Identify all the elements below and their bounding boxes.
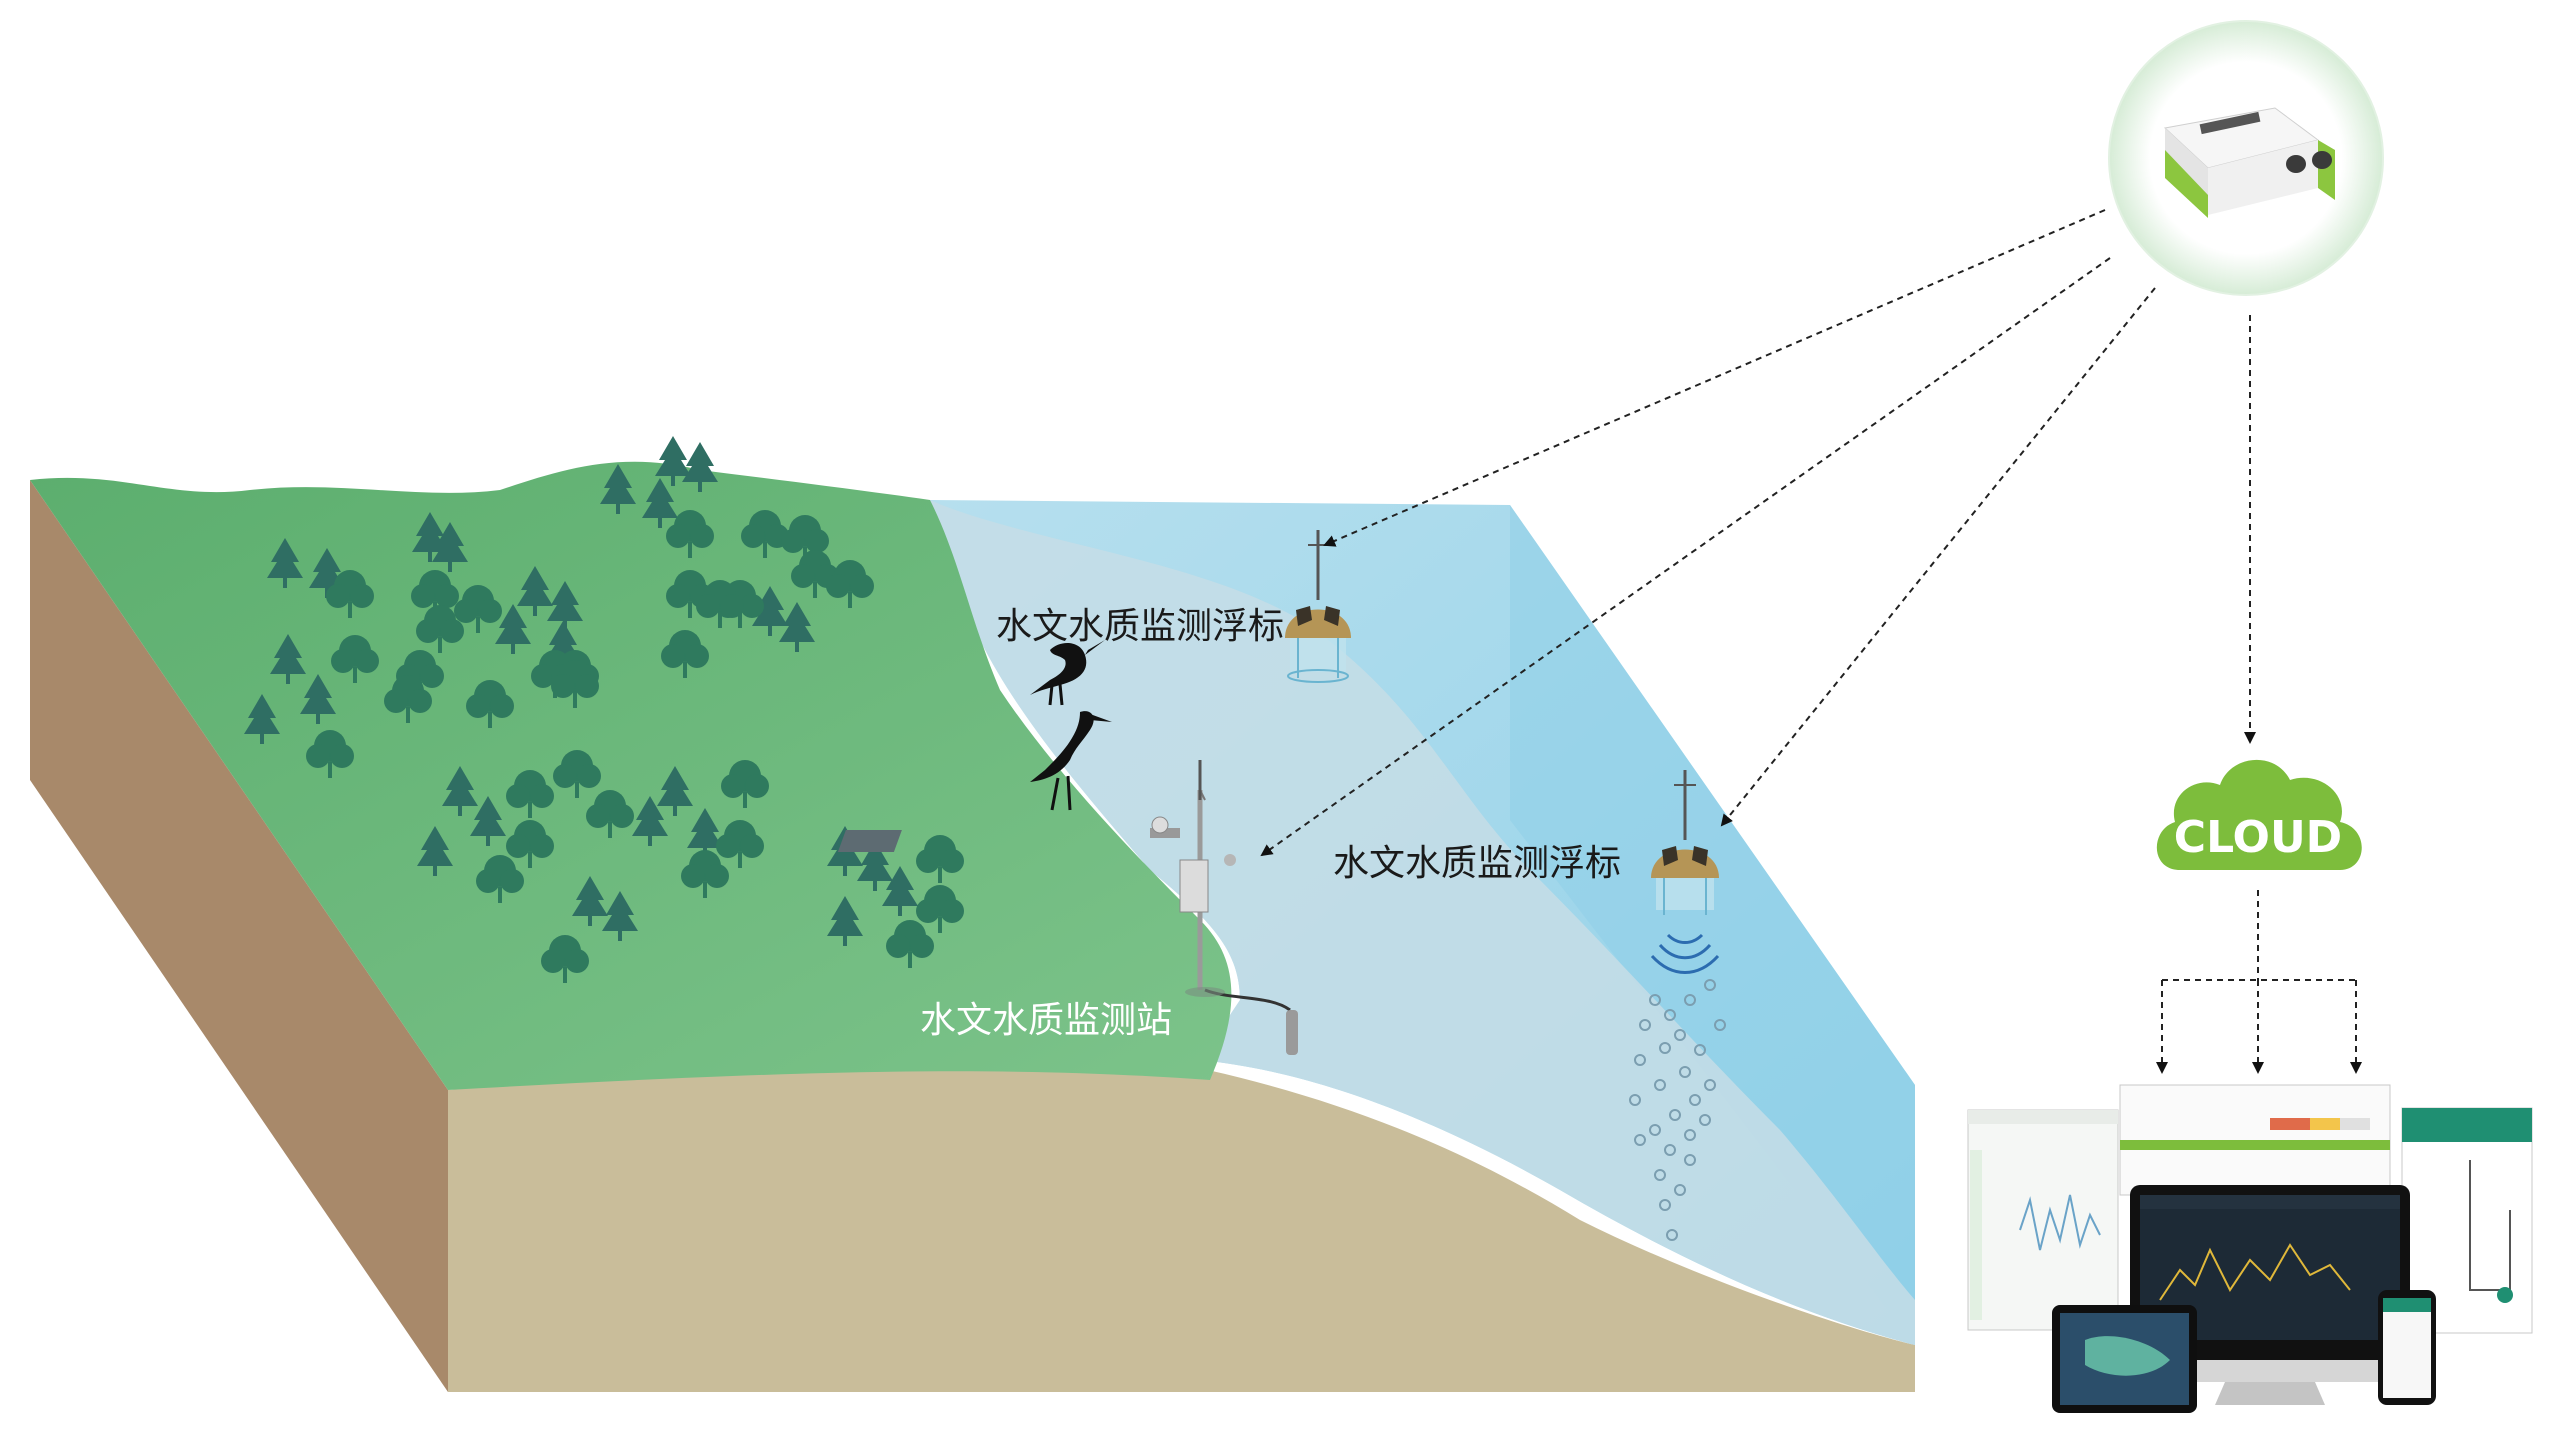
shallow-water [930,500,1915,1345]
data-links [1260,209,2256,857]
heron-lower [1030,711,1112,811]
cloud-icon [2156,759,2362,870]
monitoring-station-icon [837,760,1298,1055]
cloud-links [2156,890,2362,1074]
land-top [30,461,1232,1091]
water-side-face [1510,505,1915,1345]
sonar-bubbles [1629,979,1726,1241]
station-label: 水文水质监测站 [920,1000,1172,1041]
data-logger-device-icon [2163,107,2335,218]
heron-upper [1030,640,1105,706]
buoy-2-label: 水文水质监测浮标 [1333,843,1621,884]
buoy-1-label: 水文水质监测浮标 [996,606,1284,647]
buoy-1-icon [1285,530,1351,683]
land-side-face [30,480,448,1392]
buoy-2-icon [1650,770,1720,974]
terrain-block [30,461,1915,1392]
monitor-laptop-tablet-phone-icon [1967,1084,2533,1413]
cloud-label: CLOUD [2174,812,2342,863]
gateway-device [2108,20,2384,296]
sand-front-face [448,1050,1915,1392]
